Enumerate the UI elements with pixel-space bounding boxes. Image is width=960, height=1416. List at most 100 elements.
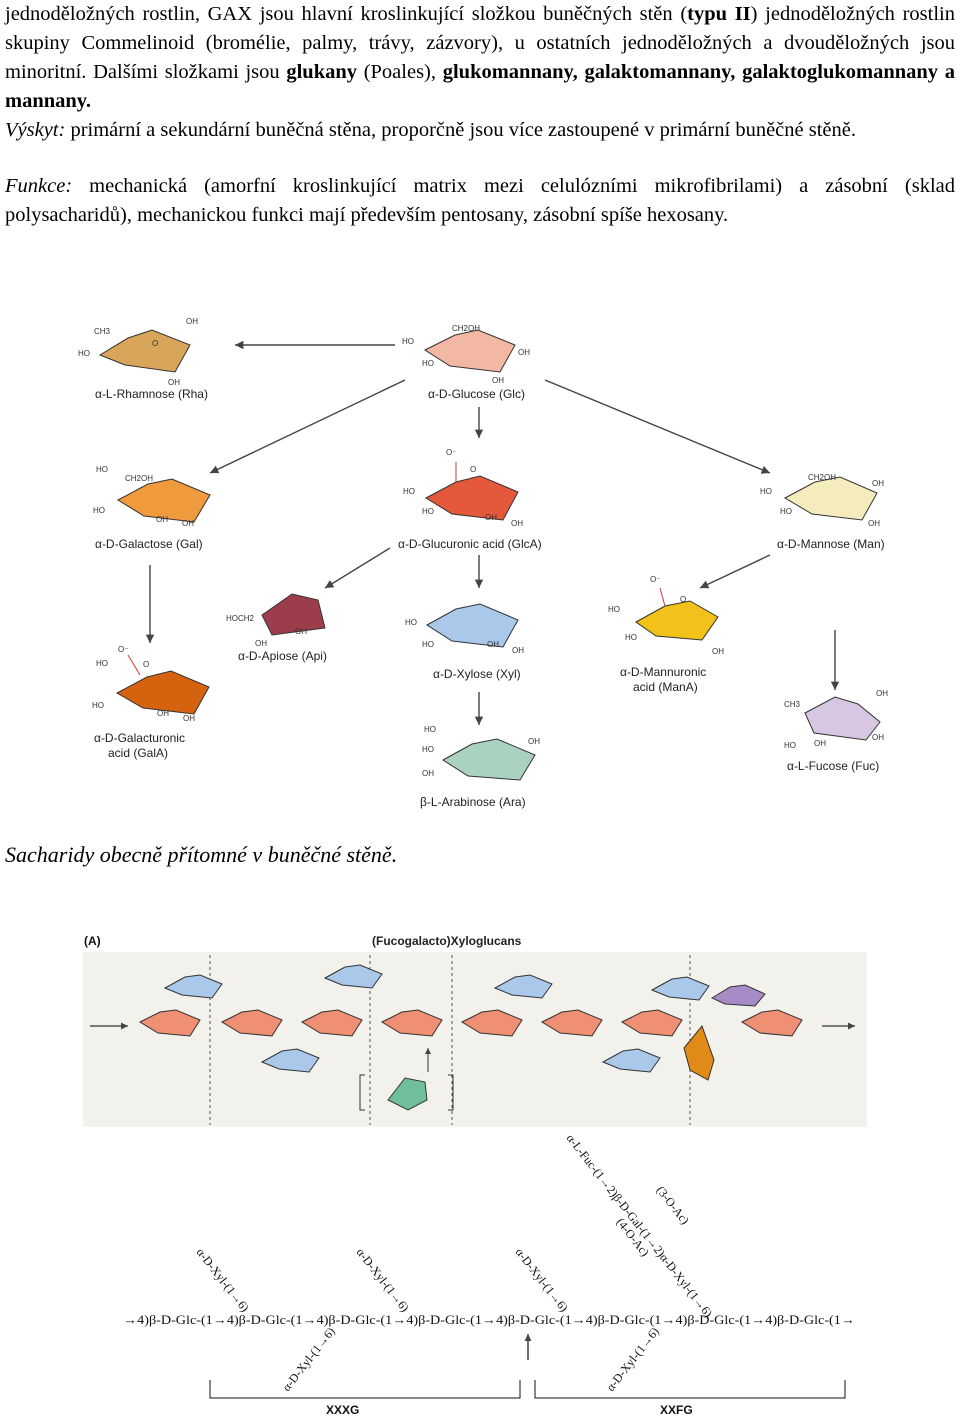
sugar-label-man: α-D-Mannose (Man)	[777, 537, 885, 551]
sugar-label-mana: acid (ManA)	[633, 680, 698, 694]
xxfg-label: XXFG	[660, 1403, 693, 1416]
sugar-label-fuc: α-L-Fucose (Fuc)	[787, 759, 879, 773]
arabinose-structure: HO HO OH OH β-L-Arabinose (Ara)	[420, 725, 540, 809]
apiose-structure: HOCH2 OH OH α-D-Apiose (Api)	[226, 593, 327, 663]
atom-label: CH3	[94, 327, 111, 336]
sugar-label-glc: α-D-Glucose (Glc)	[428, 387, 525, 401]
atom-label: O⁻	[650, 575, 660, 584]
atom-label: HO	[422, 640, 434, 649]
atom-label: OH	[712, 647, 724, 656]
atom-label: HO	[608, 605, 620, 614]
atom-label: HO	[760, 487, 772, 496]
sugar-label-glca: α-D-Glucuronic acid (GlcA)	[398, 537, 542, 551]
atom-label: OH	[295, 627, 307, 636]
text-segment: jednoděložných rostlin, GAX jsou hlavní …	[5, 3, 688, 25]
atom-label: OH	[487, 640, 499, 649]
sugar-label-gal: α-D-Galactose (Gal)	[95, 537, 203, 551]
fucose-structure: CH3 OH OH HO OH α-L-Fucose (Fuc)	[784, 689, 888, 773]
text-segment: (Poales),	[357, 61, 443, 83]
atom-label: OH	[156, 515, 168, 524]
backbone-glucose-residue	[220, 1009, 283, 1037]
atom-label: O	[680, 595, 686, 604]
backbone-glucose-residue	[300, 1009, 363, 1037]
xylose-structure: HO HO OH OH α-D-Xylose (Xyl)	[405, 603, 524, 681]
italic-label: Výskyt:	[5, 119, 66, 141]
atom-label: OH	[512, 646, 524, 655]
atom-label: OH	[168, 378, 180, 387]
xyl-branch-label: α-D-Xyl-(1→6)	[279, 1325, 337, 1394]
conversion-arrows	[145, 340, 840, 725]
xyloglucan-chain-formula: →4)β-D-Glc-(1→4)β-D-Glc-(1→4)β-D-Glc-(1→…	[123, 1131, 855, 1416]
arabinose-bracket	[359, 1048, 454, 1111]
glucuronic-acid-structure: O⁻ O HO HO OH OH α-D-Glucuronic acid (Gl…	[398, 448, 542, 551]
atom-label: OH	[872, 479, 884, 488]
bold-term: glukomannany, galaktomannany, galaktoglu…	[5, 61, 955, 112]
atom-label: HO	[403, 487, 415, 496]
atom-label: HO	[78, 349, 90, 358]
paragraph-components: jednoděložných rostlin, GAX jsou hlavní …	[5, 0, 955, 116]
rhamnose-structure: CH3 HO OH OH O α-L-Rhamnose (Rha)	[78, 317, 208, 401]
atom-label: HO	[424, 725, 436, 734]
atom-label: HO	[402, 337, 414, 346]
sugar-label-rha: α-L-Rhamnose (Rha)	[95, 387, 208, 401]
backbone-glucose-residue	[460, 1009, 523, 1037]
atom-label: CH2OH	[125, 474, 153, 483]
atom-label: O	[152, 339, 158, 348]
sugar-label-api: α-D-Apiose (Api)	[238, 649, 327, 663]
galacturonic-acid-structure: O⁻ O HO HO OH OH α-D-Galacturonic acid (…	[92, 645, 210, 760]
backbone-glucose-residue	[620, 1009, 683, 1037]
bold-term: glukany	[286, 61, 357, 83]
mannose-structure: CH2OH HO HO OH OH α-D-Mannose (Man)	[760, 473, 885, 551]
paragraph-function: Funkce: mechanická (amorfní kroslinkujíc…	[5, 172, 955, 230]
backbone-glucose-residue	[740, 1009, 803, 1037]
atom-label: OH	[868, 519, 880, 528]
atom-label: HO	[422, 745, 434, 754]
text-segment: mechanická (amorfní kroslinkující matrix…	[5, 175, 955, 226]
xyl-branch-label: α-D-Xyl-(1→6)	[513, 1245, 571, 1314]
atom-label: HO	[422, 359, 434, 368]
backbone-glucose-residue	[540, 1009, 603, 1037]
figure-caption: Sacharidy obecně přítomné v buněčné stěn…	[5, 842, 398, 867]
atom-label: OH	[186, 317, 198, 326]
sugar-label-ara: β-L-Arabinose (Ara)	[420, 795, 526, 809]
galactose-structure: HO CH2OH HO OH OH α-D-Galactose (Gal)	[93, 465, 211, 551]
atom-label: OH	[422, 769, 434, 778]
atom-label: OH	[518, 348, 530, 357]
atom-label: O	[470, 465, 476, 474]
panel-letter: (A)	[84, 934, 101, 948]
panel-title: (Fucogalacto)Xyloglucans	[372, 934, 522, 948]
atom-label: HO	[93, 506, 105, 515]
xyl-branch-label: α-D-Xyl-(1→6)	[354, 1245, 412, 1314]
atom-label: CH2OH	[452, 324, 480, 333]
atom-label: HO	[96, 465, 108, 474]
atom-label: CH3	[784, 700, 801, 709]
atom-label: HO	[422, 507, 434, 516]
mannuronic-acid-structure: O⁻ O HO HO OH α-D-Mannuronic acid (ManA)	[608, 575, 724, 694]
xxxg-label: XXXG	[326, 1403, 359, 1416]
atom-label: OH	[876, 689, 888, 698]
atom-label: OH	[485, 513, 497, 522]
atom-label: HO	[92, 701, 104, 710]
acetyl-label: (3-O-Ac)	[654, 1183, 693, 1227]
atom-label: HO	[780, 507, 792, 516]
atom-label: CH2OH	[808, 473, 836, 482]
atom-label: OH	[255, 639, 267, 648]
backbone-formula: →4)β-D-Glc-(1→4)β-D-Glc-(1→4)β-D-Glc-(1→…	[123, 1313, 855, 1327]
atom-label: HOCH2	[226, 614, 255, 623]
atom-label: HO	[405, 618, 417, 627]
atom-label: OH	[511, 519, 523, 528]
sugar-label-gala: α-D-Galacturonic	[94, 731, 185, 745]
bold-term: typu II	[687, 3, 751, 25]
backbone-residues	[138, 1009, 803, 1037]
atom-label: OH	[157, 709, 169, 718]
fucose-branch-label: α-L-Fuc-(1→2)β-D-Gal-(1→2)α-D-Xyl-(1→6)	[564, 1131, 716, 1320]
atom-label: HO	[625, 633, 637, 642]
atom-label: OH	[528, 737, 540, 746]
atom-label: OH	[183, 714, 195, 723]
atom-label: O⁻	[446, 448, 456, 457]
atom-label: HO	[96, 659, 108, 668]
sugar-label-xyl: α-D-Xylose (Xyl)	[433, 667, 521, 681]
atom-label: O	[143, 660, 149, 669]
paragraph-occurrence: Výskyt: primární a sekundární buněčná st…	[5, 116, 955, 145]
